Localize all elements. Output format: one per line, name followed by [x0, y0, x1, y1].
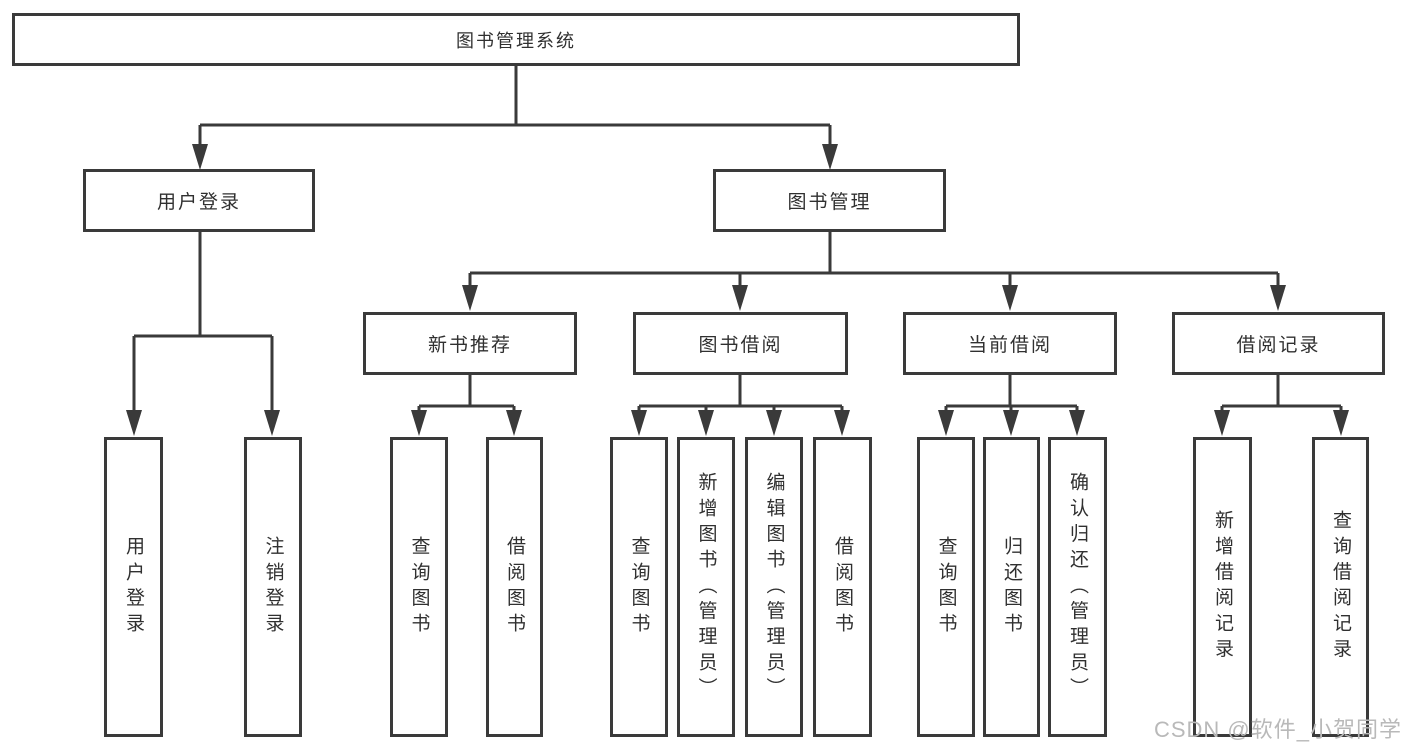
connector-book-borrow-to-leaves	[631, 375, 850, 436]
arrowhead-icon	[1333, 410, 1349, 436]
csdn-watermark: CSDN @软件_小贺同学	[1153, 717, 1402, 742]
leaf-rec-borrow-books: 借阅图书	[486, 437, 543, 737]
node-label: 新增借阅记录	[1212, 510, 1233, 664]
node-label: 当前借阅	[967, 335, 1052, 356]
node-label: 查询图书	[935, 535, 957, 639]
connector-current-borrow-to-leaves	[938, 375, 1085, 436]
arrowhead-icon	[126, 410, 142, 436]
node-system-root: 图书管理系统	[12, 13, 1020, 66]
node-user-login: 用户登录	[83, 169, 315, 232]
connector-book-management-to-modules	[462, 232, 1286, 311]
arrowhead-icon	[411, 410, 427, 436]
leaf-bb-query-books: 查询图书	[610, 437, 668, 737]
node-borrow-records: 借阅记录	[1172, 312, 1385, 375]
arrowhead-icon	[1002, 285, 1018, 311]
node-label: 查询图书	[408, 535, 430, 639]
node-book-borrow: 图书借阅	[633, 312, 848, 375]
node-new-book-recommendation: 新书推荐	[363, 312, 577, 375]
node-label: 用户登录	[156, 192, 241, 213]
node-label: 编辑图书（管理员）	[763, 471, 785, 703]
node-label: 借阅记录	[1236, 335, 1321, 356]
node-label: 图书管理系统	[456, 30, 576, 51]
node-label: 图书管理	[787, 192, 872, 213]
arrowhead-icon	[1069, 410, 1085, 436]
node-label: 确认归还（管理员）	[1067, 471, 1088, 703]
leaf-user-login: 用户登录	[104, 437, 163, 737]
arrowhead-icon	[264, 410, 280, 436]
leaf-cb-query-books: 查询图书	[917, 437, 975, 737]
connector-root-to-level2	[192, 66, 838, 170]
arrowhead-icon	[1003, 410, 1019, 436]
node-book-management: 图书管理	[713, 169, 946, 232]
arrowhead-icon	[192, 144, 208, 170]
node-label: 借阅图书	[832, 535, 853, 639]
arrowhead-icon	[1214, 410, 1230, 436]
node-label: 查询图书	[628, 535, 650, 639]
node-label: 用户登录	[123, 535, 144, 639]
arrowhead-icon	[938, 410, 954, 436]
node-label: 新书推荐	[427, 335, 512, 356]
arrowhead-icon	[822, 144, 838, 170]
leaf-cb-return-books: 归还图书	[983, 437, 1040, 737]
node-current-borrow: 当前借阅	[903, 312, 1117, 375]
node-label: 图书借阅	[698, 335, 783, 356]
connector-borrow-records-to-leaves	[1214, 375, 1349, 436]
leaf-bb-edit-books: 编辑图书（管理员）	[745, 437, 803, 737]
arrowhead-icon	[834, 410, 850, 436]
leaf-cb-confirm-return: 确认归还（管理员）	[1048, 437, 1107, 737]
leaf-br-add-record: 新增借阅记录	[1193, 437, 1252, 737]
connector-user-login-to-leaves	[126, 232, 280, 436]
leaf-rec-query-books: 查询图书	[390, 437, 448, 737]
arrowhead-icon	[506, 410, 522, 436]
node-label: 借阅图书	[504, 535, 525, 639]
leaf-br-query-record: 查询借阅记录	[1312, 437, 1369, 737]
node-label: 注销登录	[262, 535, 284, 639]
leaf-bb-borrow-books: 借阅图书	[813, 437, 872, 737]
node-label: 归还图书	[1001, 535, 1022, 639]
arrowhead-icon	[732, 285, 748, 311]
connector-new-book-rec-to-leaves	[411, 375, 522, 436]
leaf-logout: 注销登录	[244, 437, 302, 737]
node-label: 新增图书（管理员）	[695, 471, 717, 703]
node-label: 查询借阅记录	[1330, 510, 1351, 664]
arrowhead-icon	[631, 410, 647, 436]
arrowhead-icon	[1270, 285, 1286, 311]
arrowhead-icon	[698, 410, 714, 436]
arrowhead-icon	[462, 285, 478, 311]
leaf-bb-add-books: 新增图书（管理员）	[677, 437, 735, 737]
arrowhead-icon	[766, 410, 782, 436]
